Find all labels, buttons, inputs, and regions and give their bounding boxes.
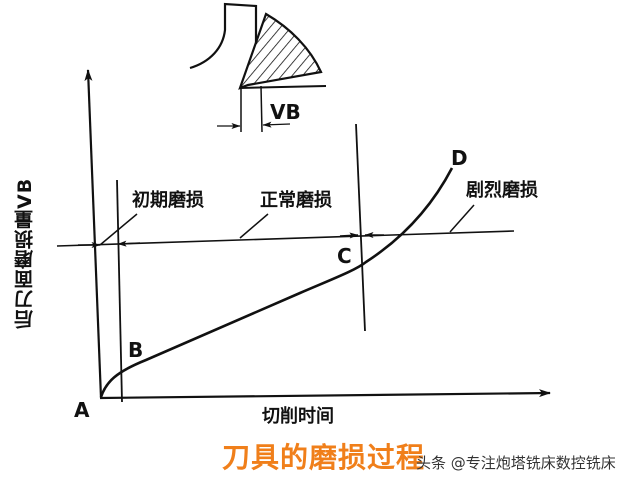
point-label-c: C <box>337 244 352 268</box>
stage-label-normal: 正常磨损 <box>260 190 332 211</box>
point-label-d: D <box>451 146 468 170</box>
point-label-b: B <box>128 338 144 362</box>
wear-curve <box>99 167 454 398</box>
x-axis-label: 切削时间 <box>262 406 334 427</box>
stage-label-severe: 剧烈磨损 <box>466 180 538 201</box>
watermark: 头条 @专注炮塔铣床数控铣床 <box>416 454 616 472</box>
tool-detail-drawing <box>189 2 327 133</box>
y-axis-label: 后刀面磨损量VB <box>14 177 36 329</box>
x-axis <box>99 389 551 400</box>
diagram-title: 刀具的磨损过程 <box>222 441 426 474</box>
divider-c <box>355 123 366 332</box>
stage-label-initial: 初期磨损 <box>132 190 204 211</box>
point-label-a: A <box>74 398 90 422</box>
divider-b <box>116 179 123 403</box>
tool-vb-label: VB <box>270 100 301 124</box>
y-axis <box>84 69 103 399</box>
